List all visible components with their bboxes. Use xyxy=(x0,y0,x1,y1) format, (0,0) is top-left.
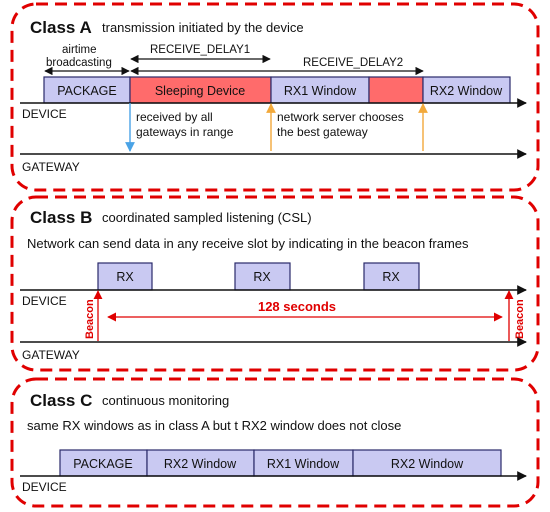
interval-label: 128 seconds xyxy=(258,299,336,314)
class-c-rx1-box xyxy=(253,449,354,477)
package-box-label: PACKAGE xyxy=(57,84,117,98)
rx-slot-2-label: RX xyxy=(253,270,271,284)
class-c-panel: Class C continuous monitoring same RX wi… xyxy=(10,377,540,508)
rx-slot-2 xyxy=(234,262,291,291)
rx2-window-box xyxy=(422,76,511,104)
class-c-device-label: DEVICE xyxy=(22,480,67,494)
class-a-device-label: DEVICE xyxy=(22,107,67,121)
class-c-rx2-box-2 xyxy=(352,449,502,477)
class-c-package-label: PACKAGE xyxy=(73,457,133,471)
sleeping-device-box xyxy=(129,76,272,104)
sleeping-device-label: Sleeping Device xyxy=(155,84,245,98)
class-a-subtitle: transmission initiated by the device xyxy=(102,20,304,35)
airtime-label-line1: airtime xyxy=(62,44,97,56)
class-a-border xyxy=(10,2,540,192)
server-note-line1: network server chooses xyxy=(277,110,404,124)
class-c-rx2-box-1 xyxy=(146,449,255,477)
class-b-description: Network can send data in any receive slo… xyxy=(27,236,469,251)
received-note-line1: received by all xyxy=(136,110,213,124)
class-b-subtitle: coordinated sampled listening (CSL) xyxy=(102,210,312,225)
received-note-line2: gateways in range xyxy=(136,125,234,139)
class-c-border xyxy=(10,377,540,508)
rx-slot-1 xyxy=(97,262,153,291)
class-c-title: Class C xyxy=(30,391,92,410)
airtime-label-line2: broadcasting xyxy=(46,57,112,69)
class-b-gateway-label: GATEWAY xyxy=(22,348,80,362)
class-c-rx2-label-2: RX2 Window xyxy=(391,457,464,471)
class-c-description: same RX windows as in class A but t RX2 … xyxy=(27,418,401,433)
class-c-subtitle: continuous monitoring xyxy=(102,393,229,408)
class-c-rx1-label: RX1 Window xyxy=(267,457,340,471)
rx2-window-label: RX2 Window xyxy=(430,84,503,98)
rx-slot-1-label: RX xyxy=(116,270,134,284)
receive-delay1-label: RECEIVE_DELAY1 xyxy=(150,44,250,56)
class-c-rx2-label-1: RX2 Window xyxy=(164,457,237,471)
class-b-device-label: DEVICE xyxy=(22,294,67,308)
class-b-panel: Class B coordinated sampled listening (C… xyxy=(10,195,540,372)
class-a-gateway-label: GATEWAY xyxy=(22,160,80,174)
beacon-label-left: Beacon xyxy=(84,299,96,339)
server-note-line2: the best gateway xyxy=(277,125,368,139)
class-a-title: Class A xyxy=(30,18,92,37)
class-b-border xyxy=(10,195,540,372)
rx-slot-3 xyxy=(363,262,420,291)
class-b-title: Class B xyxy=(30,208,92,227)
beacon-label-right: Beacon xyxy=(514,299,526,339)
sleep-gap-box xyxy=(368,76,424,104)
receive-delay2-label: RECEIVE_DELAY2 xyxy=(303,57,403,69)
rx-slot-3-label: RX xyxy=(382,270,400,284)
rx1-window-label: RX1 Window xyxy=(284,84,357,98)
package-box xyxy=(43,76,131,104)
class-a-panel: Class A transmission initiated by the de… xyxy=(10,2,540,192)
